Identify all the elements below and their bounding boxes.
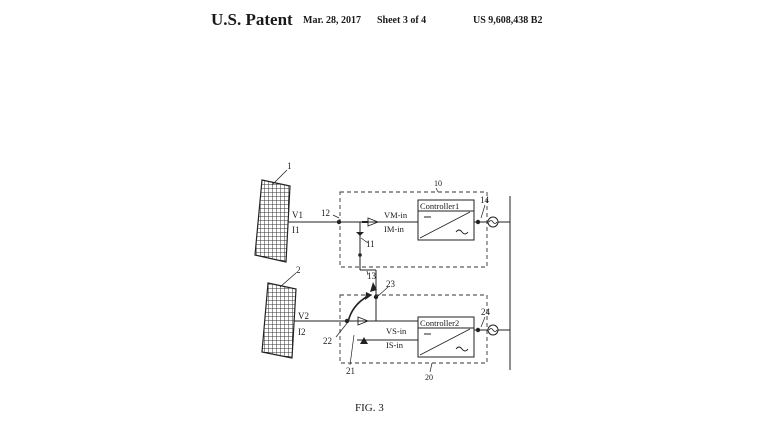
ref-24: 24 bbox=[481, 307, 491, 317]
patent-header: U.S. Patent Mar. 28, 2017 Sheet 3 of 4 U… bbox=[0, 10, 763, 34]
label-i2: I2 bbox=[298, 327, 306, 337]
label-im-in: IM-in bbox=[384, 224, 405, 234]
ref-13: 13 bbox=[367, 271, 377, 281]
ref-11: 11 bbox=[366, 239, 375, 249]
controller1-block bbox=[417, 199, 475, 241]
ref-converter-10: 10 bbox=[434, 179, 442, 188]
patent-number: US 9,608,438 B2 bbox=[473, 15, 543, 26]
label-vs-in: VS-in bbox=[386, 326, 407, 336]
controller1-label: Controller1 bbox=[420, 201, 459, 211]
label-v2: V2 bbox=[298, 311, 309, 321]
ref-22: 22 bbox=[323, 336, 332, 346]
converter-10-box bbox=[339, 191, 488, 268]
label-i1: I1 bbox=[292, 225, 300, 235]
figure-caption: FIG. 3 bbox=[355, 402, 384, 414]
label-vm-in: VM-in bbox=[384, 210, 408, 220]
converter-20-box bbox=[339, 294, 488, 364]
label-is-in: IS-in bbox=[386, 340, 404, 350]
ref-pv1: 1 bbox=[287, 161, 292, 171]
ref-23: 23 bbox=[386, 279, 396, 289]
label-v1: V1 bbox=[292, 210, 303, 220]
leader-pv2 bbox=[279, 272, 297, 288]
ref-12: 12 bbox=[321, 208, 330, 218]
sheet-number: Sheet 3 of 4 bbox=[377, 15, 427, 26]
ref-pv2: 2 bbox=[296, 265, 301, 275]
arrow-slave bbox=[357, 316, 370, 326]
controller2-block bbox=[417, 316, 475, 358]
patent-title: U.S. Patent bbox=[211, 10, 293, 29]
pv-panel-1: 1 bbox=[254, 161, 292, 263]
pv-panel-2: 2 bbox=[261, 265, 301, 359]
ref-converter-20: 20 bbox=[425, 373, 433, 382]
leader-pv1 bbox=[271, 169, 288, 186]
ref-21: 21 bbox=[346, 366, 355, 376]
ac-source-2 bbox=[487, 324, 499, 336]
patent-date: Mar. 28, 2017 bbox=[303, 15, 361, 26]
ac-source-1 bbox=[487, 216, 499, 228]
controller2-label: Controller2 bbox=[420, 318, 459, 328]
ref-14: 14 bbox=[480, 195, 490, 205]
